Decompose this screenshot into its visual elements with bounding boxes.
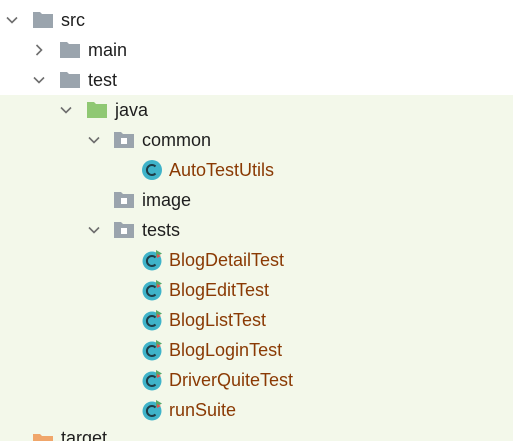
tree-node-blog-detail-test[interactable]: BlogDetailTest [0,245,513,275]
tree-node-label: java [115,100,149,120]
tree-node-driver-quite-test[interactable]: DriverQuiteTest [0,365,513,395]
excluded-folder-icon [33,434,53,441]
tree-node-label: BlogDetailTest [169,250,285,270]
tree-node-main[interactable]: main [0,35,513,65]
chevron-down-icon[interactable] [4,12,20,28]
tree-node-run-suite[interactable]: runSuite [0,395,513,425]
tree-node-label: src [61,10,85,30]
java-class-icon [142,160,162,180]
tree-node-src[interactable]: src [0,5,513,35]
tree-node-label: main [88,40,128,60]
tree-node-label: common [142,130,212,150]
source-folder-icon [87,102,107,118]
package-icon [114,192,134,208]
tree-node-label: tests [142,220,181,240]
tree-node-blog-list-test[interactable]: BlogListTest [0,305,513,335]
tree-node-label: target [61,428,108,441]
tree-node-blog-edit-test[interactable]: BlogEditTest [0,275,513,305]
tree-node-common[interactable]: common [0,125,513,155]
tree-node-label: BlogListTest [169,310,267,330]
folder-icon [60,72,80,88]
tree-node-tests[interactable]: tests [0,215,513,245]
tree-node-blog-login-test[interactable]: BlogLoginTest [0,335,513,365]
test-class-icon [142,280,162,301]
tree-node-test[interactable]: test [0,65,513,95]
tree-node-label: DriverQuiteTest [169,370,294,390]
chevron-right-icon[interactable] [31,42,47,58]
tree-node-label: BlogEditTest [169,280,270,300]
folder-icon [60,42,80,58]
test-class-icon [142,340,162,361]
chevron-down-icon[interactable] [58,102,74,118]
tree-node-label: AutoTestUtils [169,160,275,180]
tree-node-java[interactable]: java [0,95,513,125]
folder-icon [33,12,53,28]
chevron-down-icon[interactable] [31,72,47,88]
tree-node-label: test [88,70,118,90]
test-class-icon [142,400,162,421]
chevron-down-icon[interactable] [86,132,102,148]
tree-node-auto-test-utils[interactable]: AutoTestUtils [0,155,513,185]
tree-node-image[interactable]: image [0,185,513,215]
chevron-down-icon[interactable] [86,222,102,238]
tree-node-label: runSuite [169,400,237,420]
tree-node-label: BlogLoginTest [169,340,283,360]
package-icon [114,222,134,238]
package-icon [114,132,134,148]
tree-node-label: image [142,190,192,210]
test-class-icon [142,370,162,391]
test-class-icon [142,310,162,331]
test-class-icon [142,250,162,271]
tree-node-target[interactable]: target [0,425,513,441]
